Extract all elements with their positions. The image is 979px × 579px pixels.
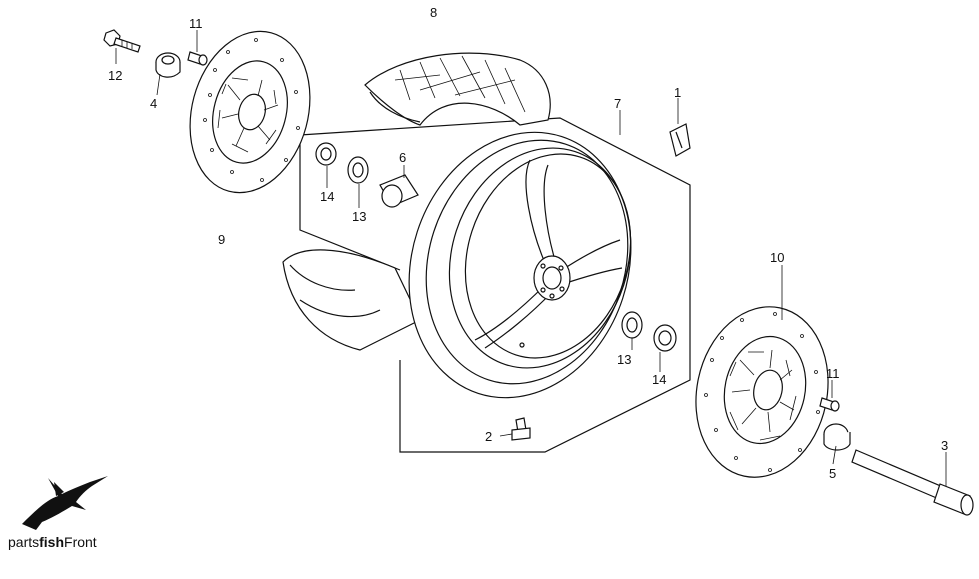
tire-lower-part-9: [282, 249, 421, 351]
brand-prefix: parts: [8, 534, 40, 550]
wheel-rim-part-7: [408, 131, 632, 399]
disc-drill-holes: [704, 312, 820, 472]
right-brake-disc-part-10: [695, 306, 829, 478]
spacer-part-6: [379, 174, 419, 208]
valve-part-2: [511, 417, 531, 441]
callout-12: 12: [108, 68, 122, 83]
callout-2: 2: [485, 429, 492, 444]
callout-3: 3: [941, 438, 948, 453]
callout-9: 9: [218, 232, 225, 247]
left-brake-disc: [189, 30, 311, 194]
callout-8: 8: [430, 5, 437, 20]
screw-part-11-right: [819, 397, 840, 412]
bearing-part-14-left: [315, 142, 337, 166]
callout-14-right: 14: [652, 372, 666, 387]
callout-13-right: 13: [617, 352, 631, 367]
axle-part-3: [851, 449, 974, 516]
callout-14-left: 14: [320, 189, 334, 204]
callout-5: 5: [829, 466, 836, 481]
callout-11-right: 11: [826, 366, 840, 381]
assembly-boundary: [299, 117, 691, 453]
partsfish-brand-text: partsfishFront: [8, 534, 97, 550]
seal-part-13-left: [347, 156, 369, 184]
brand-bold: fish: [39, 534, 65, 550]
callout-labels: 8 11 12 4 7 1 6 14 13 9 10 13 14 11 2 3 …: [108, 5, 948, 481]
tire-upper-part-8: [364, 52, 551, 126]
partsfish-marlin-logo: [22, 476, 108, 530]
screw-part-11-top: [187, 51, 208, 66]
leader-lines: [115, 30, 947, 486]
collar-part-4: [155, 52, 181, 78]
callout-1: 1: [674, 85, 681, 100]
callout-13-left: 13: [352, 209, 366, 224]
clip-part-1: [669, 123, 691, 157]
callout-7: 7: [614, 96, 621, 111]
bearing-part-14-right: [653, 324, 677, 352]
callout-4: 4: [150, 96, 157, 111]
seal-part-13-right: [621, 311, 643, 339]
collar-part-5: [823, 423, 851, 451]
brand-suffix: Front: [64, 534, 97, 550]
callout-10: 10: [770, 250, 784, 265]
callout-6: 6: [399, 150, 406, 165]
disc-drill-holes: [203, 38, 300, 182]
callout-11-top: 11: [189, 16, 203, 31]
bolt-part-12: [103, 29, 141, 53]
